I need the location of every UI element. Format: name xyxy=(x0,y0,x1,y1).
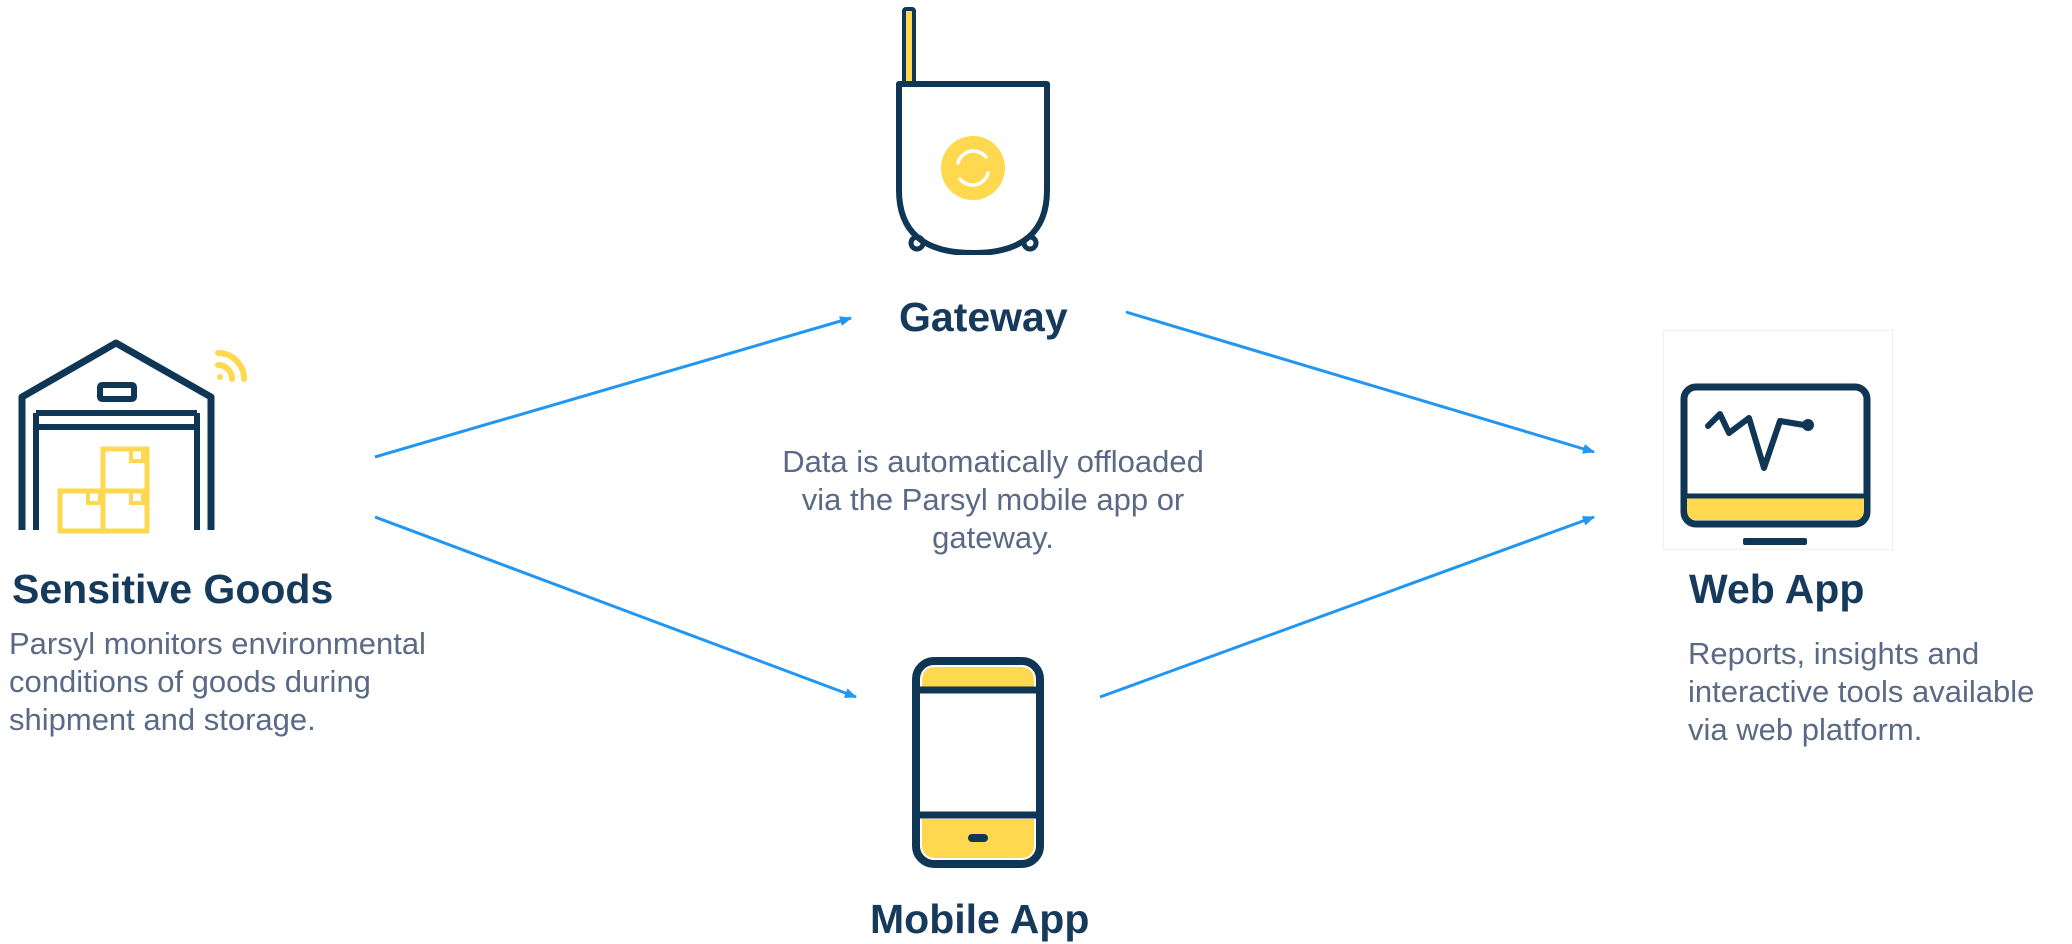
monitor-icon xyxy=(1663,330,1893,550)
mobile-app-title: Mobile App xyxy=(870,896,1090,942)
offload-note: Data is automatically offloaded via the … xyxy=(782,444,1204,555)
arrow-goods-to-gateway xyxy=(374,316,852,459)
mobile-phone-icon xyxy=(910,655,1046,870)
sensitive-goods-title: Sensitive Goods xyxy=(12,566,334,612)
sensitive-goods-description: Parsyl monitors environmental conditions… xyxy=(9,626,426,737)
gateway-title: Gateway xyxy=(899,294,1068,340)
warehouse-icon xyxy=(14,335,254,535)
arrow-mobile-to-webapp xyxy=(1099,515,1595,699)
gateway-icon xyxy=(890,5,1070,255)
web-app-description: Reports, insights and interactive tools … xyxy=(1688,636,2035,747)
arrow-goods-to-mobile xyxy=(374,515,857,699)
web-app-title: Web App xyxy=(1689,566,1865,612)
arrow-gateway-to-webapp xyxy=(1125,310,1595,454)
